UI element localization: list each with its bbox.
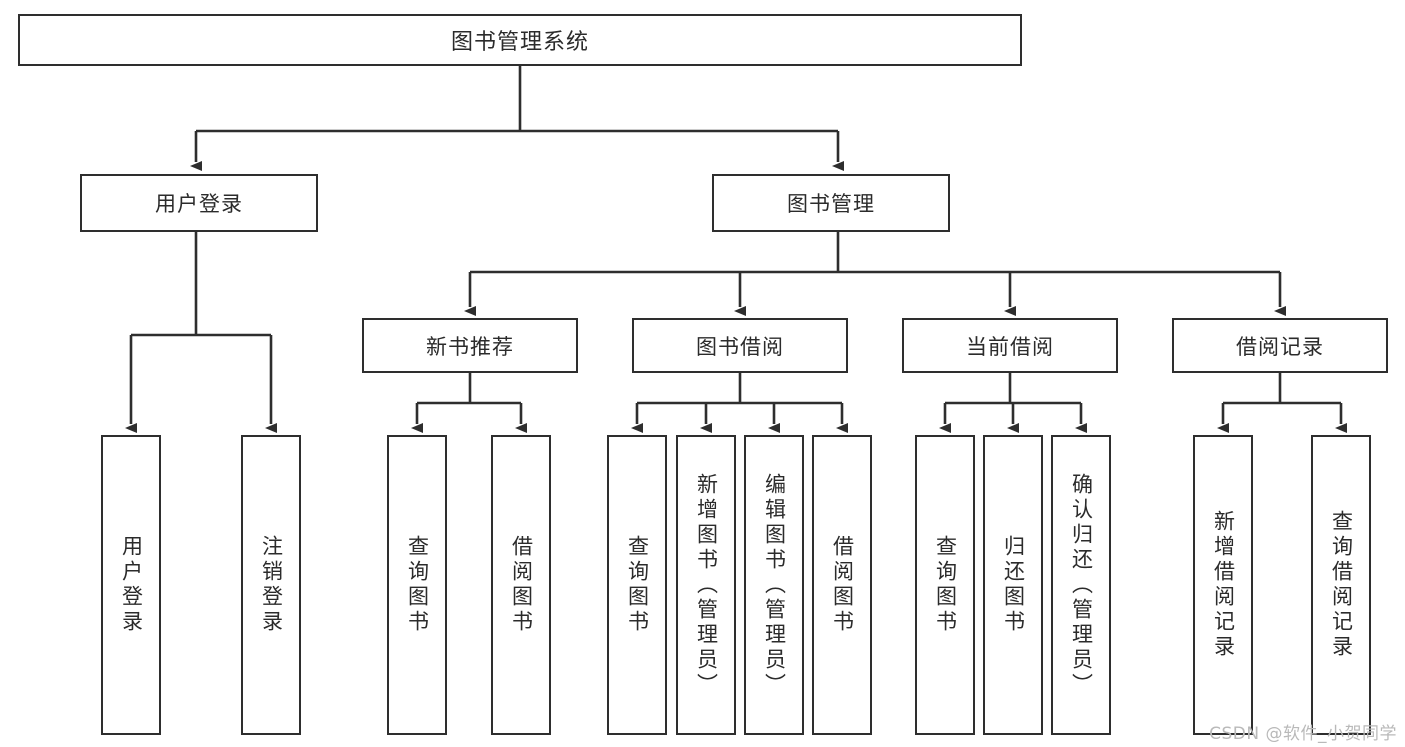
node-root[interactable]: 图书管理系统 (18, 14, 1022, 66)
leaf-query-book-2-label: 查询图书 (625, 535, 650, 635)
leaf-query-book-1-label: 查询图书 (405, 535, 430, 635)
node-new-book-rec[interactable]: 新书推荐 (362, 318, 578, 373)
leaf-query-book-2[interactable]: 查询图书 (607, 435, 667, 735)
leaf-add-record[interactable]: 新增借阅记录 (1193, 435, 1253, 735)
leaf-query-record-label: 查询借阅记录 (1329, 510, 1354, 660)
node-borrow-record-label: 借阅记录 (1236, 334, 1324, 359)
leaf-edit-book[interactable]: 编辑图书（管理员） (744, 435, 804, 735)
node-borrow-record[interactable]: 借阅记录 (1172, 318, 1388, 373)
node-book-manage-label: 图书管理 (787, 192, 875, 216)
leaf-user-login-label: 用户登录 (119, 535, 144, 635)
node-current-borrow-label: 当前借阅 (966, 334, 1054, 359)
leaf-borrow-book-1[interactable]: 借阅图书 (491, 435, 551, 735)
leaf-edit-book-label: 编辑图书（管理员） (762, 472, 787, 698)
node-user-login[interactable]: 用户登录 (80, 174, 318, 232)
node-new-book-rec-label: 新书推荐 (426, 334, 514, 359)
leaf-borrow-book-1-label: 借阅图书 (509, 535, 534, 635)
node-book-borrow-label: 图书借阅 (696, 334, 784, 359)
leaf-query-book-1[interactable]: 查询图书 (387, 435, 447, 735)
node-user-login-label: 用户登录 (155, 192, 243, 216)
leaf-query-record[interactable]: 查询借阅记录 (1311, 435, 1371, 735)
leaf-borrow-book-2[interactable]: 借阅图书 (812, 435, 872, 735)
node-root-label: 图书管理系统 (450, 30, 589, 55)
leaf-add-book-label: 新增图书（管理员） (694, 472, 719, 698)
leaf-user-logout-label: 注销登录 (259, 535, 284, 635)
leaf-confirm-return-label: 确认归还（管理员） (1069, 472, 1094, 698)
leaf-add-book[interactable]: 新增图书（管理员） (676, 435, 736, 735)
leaf-borrow-book-2-label: 借阅图书 (830, 535, 855, 635)
leaf-user-logout[interactable]: 注销登录 (241, 435, 301, 735)
leaf-add-record-label: 新增借阅记录 (1211, 510, 1236, 660)
csdn-watermark: CSDN @软件_小贺同学 (1209, 724, 1397, 744)
node-current-borrow[interactable]: 当前借阅 (902, 318, 1118, 373)
leaf-return-book-label: 归还图书 (1001, 535, 1026, 635)
node-book-borrow[interactable]: 图书借阅 (632, 318, 848, 373)
leaf-confirm-return[interactable]: 确认归还（管理员） (1051, 435, 1111, 735)
node-book-manage[interactable]: 图书管理 (712, 174, 950, 232)
leaf-query-book-3-label: 查询图书 (933, 535, 958, 635)
leaf-query-book-3[interactable]: 查询图书 (915, 435, 975, 735)
leaf-return-book[interactable]: 归还图书 (983, 435, 1043, 735)
leaf-user-login[interactable]: 用户登录 (101, 435, 161, 735)
